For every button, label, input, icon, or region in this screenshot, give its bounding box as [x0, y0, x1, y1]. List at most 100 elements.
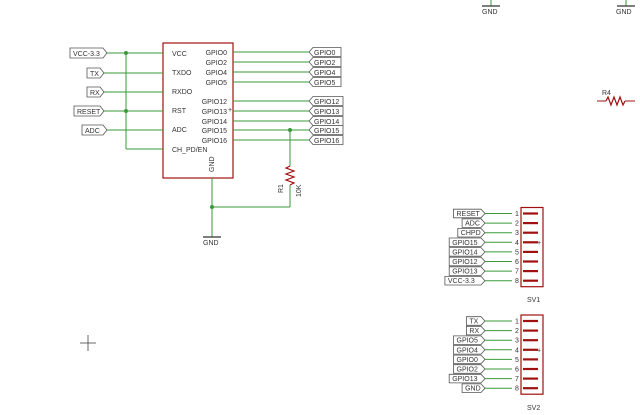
svg-text:GPIO12: GPIO12 [314, 99, 339, 106]
net-label-vcc33[interactable]: VCC-3.3 [69, 47, 108, 59]
sv2-label-8: GND [465, 386, 481, 393]
u1-pin-gpio13: GPIO13 [202, 109, 227, 116]
r1-value: 10K [296, 184, 303, 197]
net-label-gpio5[interactable]: GPIO5 [308, 77, 342, 88]
gnd-label-top-1: GND [482, 9, 498, 16]
u1-pin-chpd: CH_PD/EN [172, 147, 207, 154]
sv2-label-7: GPIO13 [452, 376, 477, 383]
u1-pin-adc: ADC [172, 127, 187, 134]
sv1-name: SV1 [527, 297, 540, 304]
net-label-tx[interactable]: TX [86, 67, 105, 79]
sv2-name: SV2 [527, 405, 540, 412]
sv1-pin-number-8: 8 [515, 278, 519, 285]
svg-text:ADC: ADC [85, 128, 100, 135]
sv1-pin-number-2: 2 [515, 221, 519, 228]
net-label-gpio12[interactable]: GPIO12 [308, 96, 344, 107]
sv2-label-4: GPIO4 [457, 347, 479, 354]
net-label-gpio16[interactable]: GPIO16 [308, 135, 344, 146]
sv2-label-5: GPIO0 [457, 357, 479, 364]
sv2-pin-number-2: 2 [515, 328, 519, 335]
svg-text:GPIO4: GPIO4 [314, 70, 336, 77]
sv1-origin-cross-icon: + [537, 240, 541, 247]
sv2-label-6-box[interactable] [453, 364, 486, 374]
sv2-label-2: RX [469, 328, 479, 335]
sv2-pin-number-6: 6 [515, 367, 519, 374]
sv1-label-1-box[interactable] [453, 208, 486, 219]
svg-text:GPIO5: GPIO5 [314, 80, 336, 87]
u1-pin-rst: RST [172, 108, 187, 115]
sv1-pin-number-4: 4 [515, 240, 519, 247]
sv2-label-8-box[interactable] [461, 383, 486, 393]
svg-text:GPIO2: GPIO2 [314, 60, 336, 67]
u1-pin-txdo: TXDO [172, 70, 192, 77]
gnd-label-top-2: GND [616, 9, 632, 16]
sv2-pin-number-3: 3 [515, 338, 519, 345]
right-wires [233, 51, 309, 141]
sv1-label-3-box[interactable] [457, 228, 486, 238]
sv2-label-6: GPIO2 [457, 367, 479, 374]
svg-text:GPIO14: GPIO14 [314, 119, 339, 126]
sv1-label-4-box[interactable] [448, 237, 486, 247]
sv1-label-7: GPIO13 [452, 269, 477, 276]
sv1-label-8: VCC-3.3 [448, 278, 475, 285]
sv2-pin-number-1: 1 [515, 319, 519, 326]
u1-pin-gpio14: GPIO14 [202, 119, 227, 126]
net-label-gpio4[interactable]: GPIO4 [308, 67, 342, 78]
sv2-label-5-box[interactable] [453, 354, 486, 365]
u1-pin-gpio2: GPIO2 [206, 60, 228, 67]
net-label-gpio2[interactable]: GPIO2 [308, 57, 342, 68]
sv1-pin-number-3: 3 [515, 230, 519, 237]
u1-pin-gpio16: GPIO16 [202, 138, 227, 145]
sv1-label-5: GPIO14 [452, 249, 477, 256]
r4-resistor[interactable]: R4 [597, 90, 635, 107]
sv2-label-4-box[interactable] [453, 345, 486, 355]
net-label-gpio13[interactable]: GPIO13 [308, 106, 344, 117]
sv2-label-7-box[interactable] [448, 373, 486, 384]
r4-name: R4 [602, 90, 611, 97]
sv2-label-3-box[interactable] [453, 335, 486, 345]
u1-pin-gnd: GND [209, 156, 216, 172]
sv1-label-1: RESET [457, 211, 481, 218]
sv1-label-6-box[interactable] [448, 256, 486, 267]
sv1-label-2-box[interactable] [461, 218, 486, 228]
gnd-symbol-top-2[interactable]: GND [616, 0, 635, 16]
svg-text:TX: TX [90, 71, 99, 78]
svg-text:RX: RX [90, 90, 100, 97]
net-label-reset[interactable]: RESET [73, 105, 105, 117]
u1-pin-gpio0: GPIO0 [206, 50, 228, 57]
u1-pin-vcc: VCC [172, 51, 187, 58]
net-label-gpio15[interactable]: GPIO15 [308, 125, 344, 136]
r1-name: R1 [278, 184, 285, 193]
svg-text:GPIO0: GPIO0 [314, 50, 336, 57]
svg-text:GPIO16: GPIO16 [314, 138, 339, 145]
sv1-pin-number-5: 5 [515, 249, 519, 256]
net-label-gpio0[interactable]: GPIO0 [308, 47, 342, 58]
sv2-label-2-box[interactable] [466, 325, 486, 336]
sv1-label-4: GPIO15 [452, 240, 477, 247]
gnd-symbol-top-1[interactable]: GND [482, 0, 500, 16]
r1-resistor[interactable]: R1 10K [278, 130, 303, 207]
gnd-symbol-u1[interactable]: GND [203, 236, 221, 247]
sv2-body [520, 314, 544, 395]
net-label-gpio14[interactable]: GPIO14 [308, 116, 344, 127]
left-wires [104, 51, 163, 150]
sv1-label-7-box[interactable] [448, 266, 486, 276]
u1-pin-gpio15: GPIO15 [202, 128, 227, 135]
u1-origin-cross-icon: + [228, 107, 232, 114]
net-label-adc[interactable]: ADC [81, 124, 108, 136]
svg-text:GPIO13: GPIO13 [314, 109, 339, 116]
sv1-label-8-box[interactable] [444, 276, 486, 286]
sv2-label-1: TX [469, 319, 478, 326]
sv2-origin-cross-icon: + [537, 347, 541, 354]
sv1-pin-number-1: 1 [515, 211, 519, 218]
sv2-label-1-box[interactable] [466, 316, 486, 326]
svg-text:VCC-3.3: VCC-3.3 [73, 51, 100, 58]
sv2-pin-number-8: 8 [515, 386, 519, 393]
sv1-body [520, 206, 544, 288]
sv1-label-5-box[interactable] [448, 247, 486, 257]
cursor-crosshair-icon [80, 335, 96, 351]
net-label-rx[interactable]: RX [86, 86, 105, 98]
